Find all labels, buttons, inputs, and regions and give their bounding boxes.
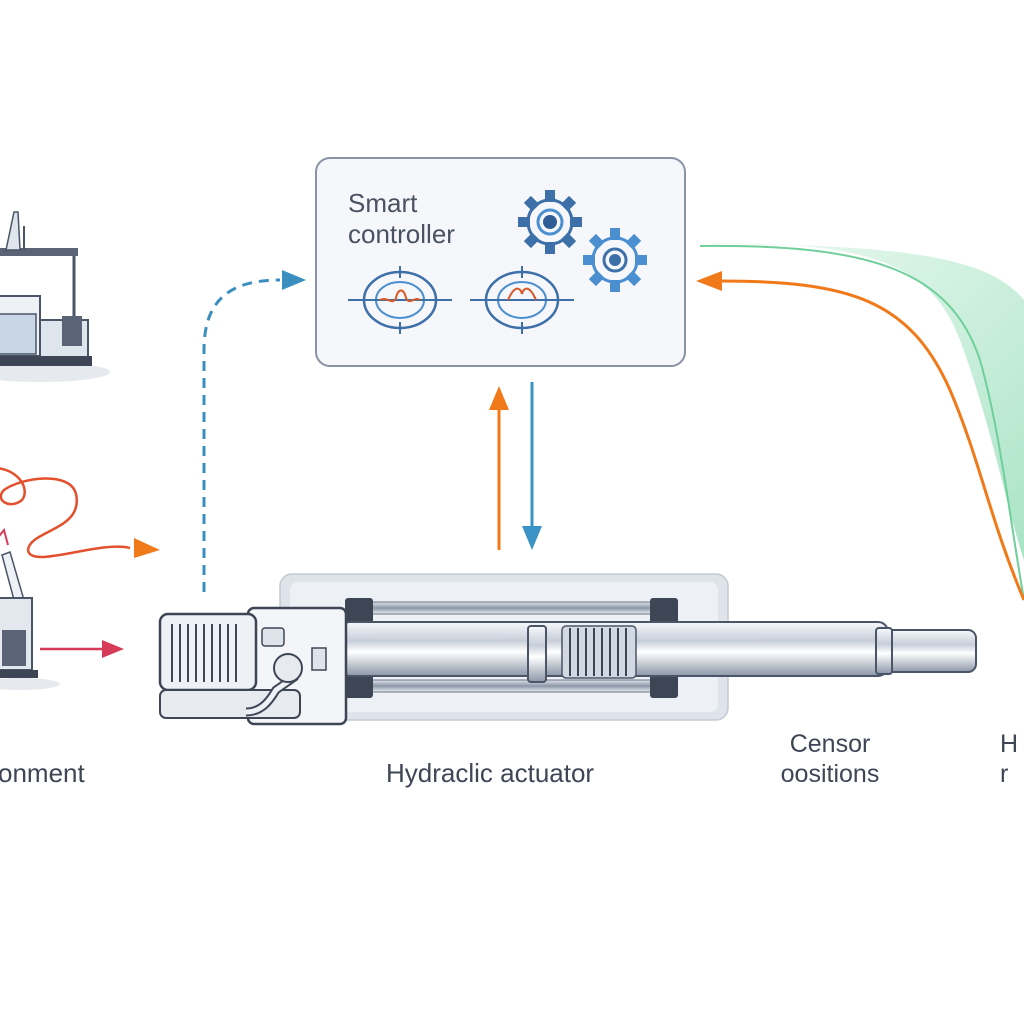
environment-machine-bottom — [0, 527, 60, 690]
orange-feedback-arrow — [696, 271, 1024, 601]
smart-controller-box — [315, 157, 686, 367]
sensor-label: Censor oositions — [770, 729, 890, 789]
sensor-label-line1: Censor — [789, 730, 871, 758]
environment-machine-top — [0, 211, 110, 382]
hydraulic-actuator — [158, 573, 977, 726]
environment-arrowhead — [134, 538, 160, 558]
gear-icon — [518, 190, 582, 254]
cutoff-label-line1: H — [1000, 730, 1019, 758]
green-signal-band — [699, 243, 1024, 601]
controller-title: Smart controller — [348, 188, 455, 250]
up-arrow-orange — [489, 386, 509, 550]
environment-disturbance-arrow — [0, 467, 131, 559]
sensor-label-line2: oositions — [780, 760, 880, 788]
controller-title-line1: Smart — [348, 188, 418, 218]
dashed-feedback-arrow — [202, 270, 306, 592]
environment-label: onment — [0, 758, 85, 788]
gear-icon-secondary — [583, 228, 647, 292]
controller-title-line2: controller — [348, 219, 455, 249]
target-signal-icon-right — [470, 266, 574, 334]
cutoff-label: H r — [1000, 729, 1024, 789]
down-arrow-blue — [522, 382, 542, 550]
cutoff-label-line2: r — [1000, 760, 1009, 788]
input-arrow-red — [40, 640, 124, 658]
target-signal-icon-left — [348, 266, 452, 334]
actuator-label: Hydraclic actuator — [386, 758, 595, 788]
